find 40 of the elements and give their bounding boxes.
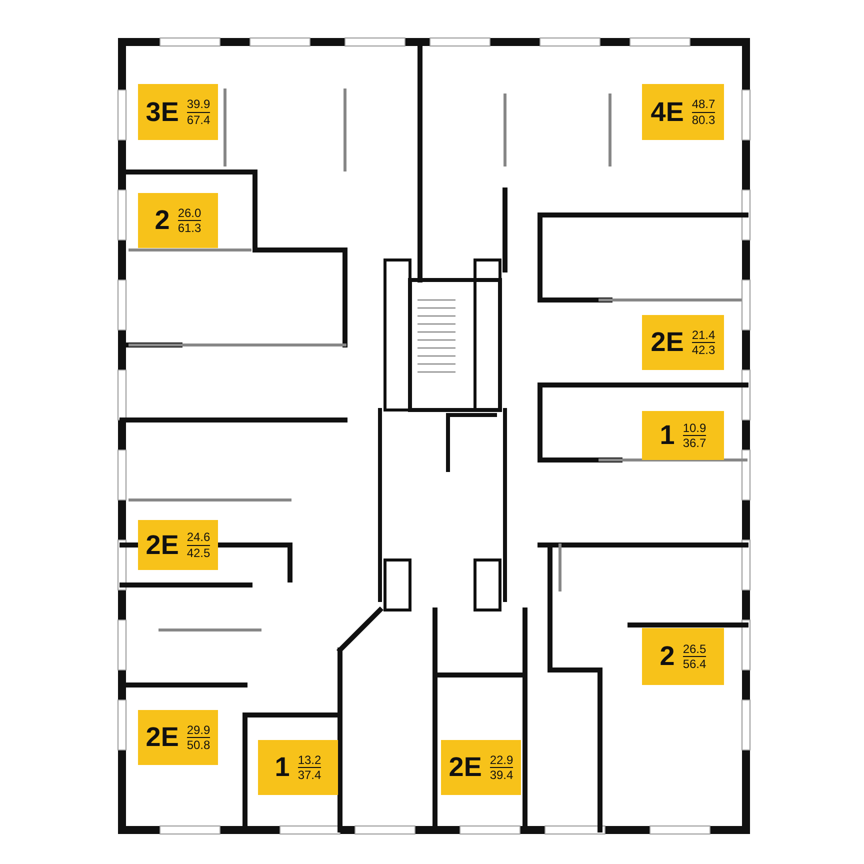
apartment-type: 2 bbox=[154, 207, 170, 234]
living-area: 39.9 bbox=[186, 97, 210, 112]
apartment-label bbox=[138, 710, 218, 765]
apartment-label bbox=[642, 628, 724, 685]
apartment-label bbox=[642, 84, 724, 140]
living-area: 29.9 bbox=[186, 722, 210, 738]
apartment-type: 2E bbox=[146, 532, 179, 558]
total-area: 67.4 bbox=[186, 112, 210, 127]
apartment-type: 2E bbox=[146, 724, 179, 751]
apartment-type: 2 bbox=[660, 643, 675, 670]
apartment-label bbox=[258, 740, 338, 795]
apartment-label bbox=[642, 315, 724, 370]
total-area: 42.3 bbox=[692, 343, 716, 358]
apartment-label bbox=[138, 193, 218, 248]
living-area: 13.2 bbox=[298, 752, 322, 768]
total-area: 61.3 bbox=[178, 221, 202, 236]
apartment-type: 1 bbox=[660, 422, 675, 449]
living-area: 22.9 bbox=[490, 752, 514, 768]
living-area: 48.7 bbox=[692, 97, 716, 112]
total-area: 50.8 bbox=[186, 738, 210, 752]
total-area: 80.3 bbox=[692, 112, 716, 127]
apartment-type: 2E bbox=[448, 754, 482, 781]
apartment-type: 4E bbox=[650, 98, 684, 126]
apartment-label bbox=[441, 740, 521, 795]
total-area: 36.7 bbox=[682, 436, 706, 450]
apartment-type: 1 bbox=[274, 754, 290, 781]
total-area: 56.4 bbox=[682, 657, 706, 672]
apartment-type: 2E bbox=[650, 329, 684, 356]
apartment-type: 3E bbox=[146, 98, 179, 126]
total-area: 37.4 bbox=[298, 768, 322, 782]
living-area: 10.9 bbox=[682, 420, 706, 436]
total-area: 39.4 bbox=[490, 768, 514, 782]
living-area: 26.0 bbox=[178, 206, 202, 221]
living-area: 21.4 bbox=[692, 328, 716, 343]
apartment-label bbox=[138, 520, 218, 570]
apartment-label bbox=[642, 411, 724, 460]
living-area: 24.6 bbox=[186, 530, 210, 546]
living-area: 26.5 bbox=[682, 642, 706, 657]
total-area: 42.5 bbox=[186, 546, 210, 560]
apartment-label bbox=[138, 84, 218, 140]
